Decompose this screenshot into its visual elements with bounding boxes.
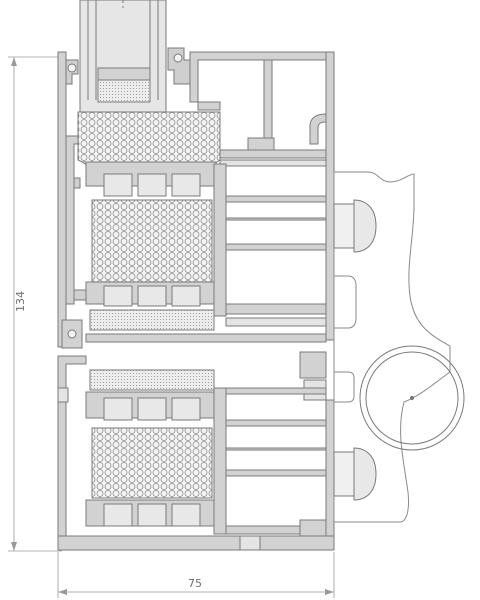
upper-sash-insulation bbox=[65, 111, 221, 331]
lower-handle-knob bbox=[333, 447, 377, 501]
glass-pane bbox=[79, 0, 167, 113]
upper-glazing-bead bbox=[213, 163, 327, 327]
handle-housing-outline bbox=[333, 171, 451, 523]
height-dimension-label: 134 bbox=[14, 291, 27, 312]
lower-sash-insulation bbox=[85, 369, 217, 527]
lower-frame bbox=[57, 399, 335, 551]
lower-glazing-bead bbox=[213, 387, 327, 535]
upper-handle-knob bbox=[333, 199, 377, 253]
height-dimension bbox=[8, 56, 62, 552]
width-dimension-label: 75 bbox=[188, 577, 202, 590]
width-dimension bbox=[57, 552, 335, 598]
left-frame-rail bbox=[57, 135, 87, 541]
upper-sash-frame bbox=[57, 51, 335, 348]
glazing-gaskets bbox=[61, 47, 193, 85]
handle-spindle-circle bbox=[359, 345, 465, 451]
